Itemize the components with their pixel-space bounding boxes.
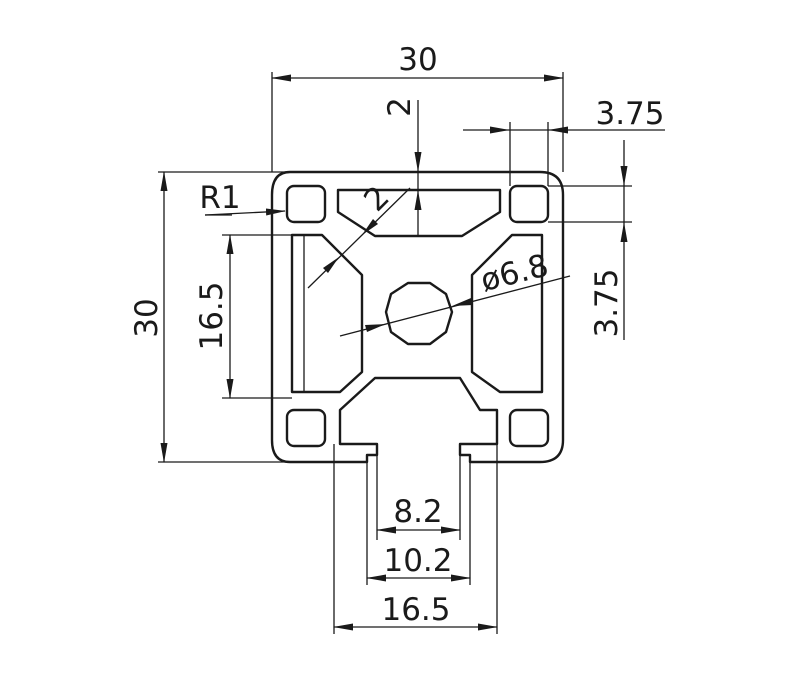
- center-bore: [384, 281, 454, 346]
- label-offset-top: 3.75: [595, 96, 664, 132]
- profile-outline: [270, 170, 565, 464]
- outer-contour: [270, 170, 565, 464]
- label-inner-height: 16.5: [194, 281, 230, 350]
- label-overall-height: 30: [129, 298, 165, 337]
- label-offset-side: 3.75: [589, 268, 625, 337]
- label-slot-opening: 8.2: [393, 494, 442, 530]
- top-slot: [336, 188, 502, 238]
- corner-hole-top-right: [508, 184, 550, 224]
- label-slot-inner: 10.2: [383, 543, 452, 579]
- dimension-labels: 30 30 2 3.75 3.75 R1 2 ø6.8 16.5 8.2 10.…: [129, 42, 665, 628]
- radius-leader: [204, 208, 286, 216]
- corner-hole-top-left: [285, 184, 327, 224]
- label-wall: 2: [382, 97, 418, 117]
- right-slot: [470, 233, 544, 394]
- left-slot: [290, 233, 364, 394]
- corner-hole-bottom-right: [508, 408, 550, 448]
- label-overall-width: 30: [398, 42, 437, 78]
- label-radius: R1: [199, 180, 240, 216]
- dimension-lines: [158, 72, 665, 634]
- corner-hole-bottom-left: [285, 408, 327, 448]
- label-slot-outer: 16.5: [381, 592, 450, 628]
- label-core-wall: 2: [357, 179, 396, 218]
